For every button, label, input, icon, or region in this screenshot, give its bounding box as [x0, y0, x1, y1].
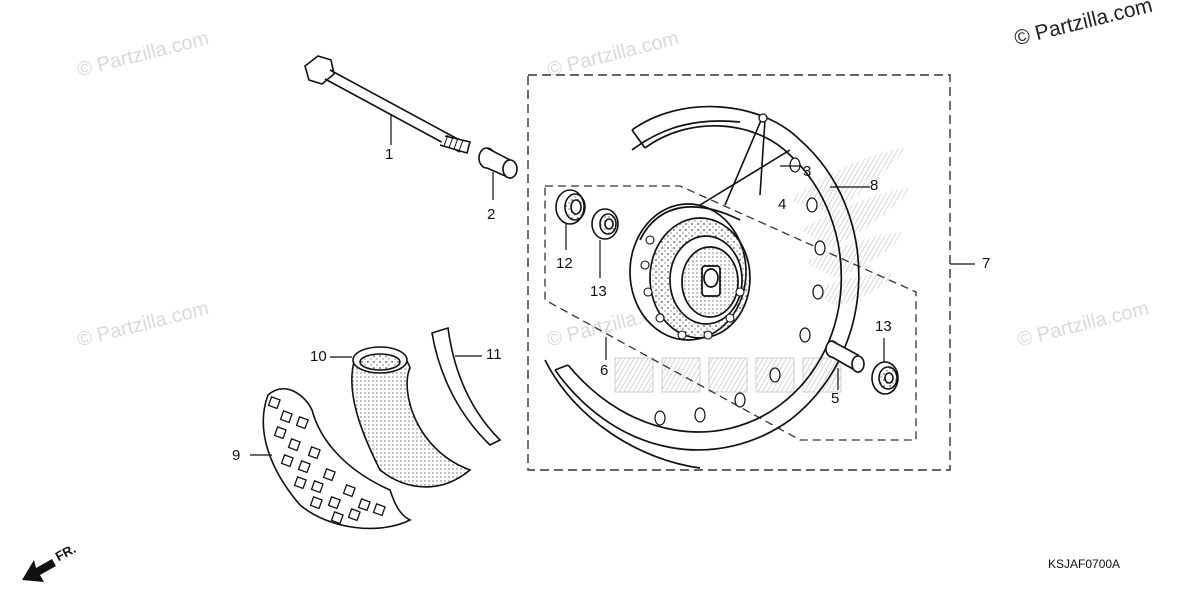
callout-5: 5	[831, 390, 840, 407]
callout-1: 1	[385, 146, 394, 163]
callout-6: 6	[600, 362, 609, 379]
callout-8: 8	[870, 177, 879, 194]
callout-10: 10	[310, 348, 327, 365]
front-direction-arrow-icon	[22, 559, 56, 582]
callout-2: 2	[487, 206, 496, 223]
callout-4: 4	[778, 196, 787, 213]
wheel-hub	[629, 203, 751, 341]
callout-7: 7	[982, 255, 991, 272]
wheel-rim	[544, 105, 860, 469]
callout-11: 11	[486, 346, 502, 363]
axle-bolt	[304, 55, 471, 154]
spokes	[699, 117, 791, 206]
callout-13-left: 13	[590, 283, 607, 300]
hub-spoke-holes	[640, 235, 745, 340]
tire-9	[262, 388, 412, 530]
rim-band-11	[431, 326, 502, 446]
honda-wordmark	[614, 357, 842, 393]
diagram-code: KSJAF0700A	[1048, 557, 1121, 571]
bearing-13-right	[871, 361, 899, 395]
dust-seal-12	[555, 189, 586, 225]
callout-13-right: 13	[875, 318, 892, 335]
rim-spoke-holes	[654, 157, 826, 426]
collar-spacer	[478, 147, 518, 180]
callout-12: 12	[556, 255, 573, 272]
callout-9: 9	[232, 447, 241, 464]
assembly-frame-7	[527, 74, 951, 471]
hub-frame-6	[544, 185, 917, 441]
bearing-13-left	[591, 208, 619, 240]
distance-collar-5	[825, 340, 865, 374]
inner-tube-10	[351, 346, 472, 488]
callout-3: 3	[803, 163, 812, 180]
honda-wing-logo	[790, 148, 910, 306]
